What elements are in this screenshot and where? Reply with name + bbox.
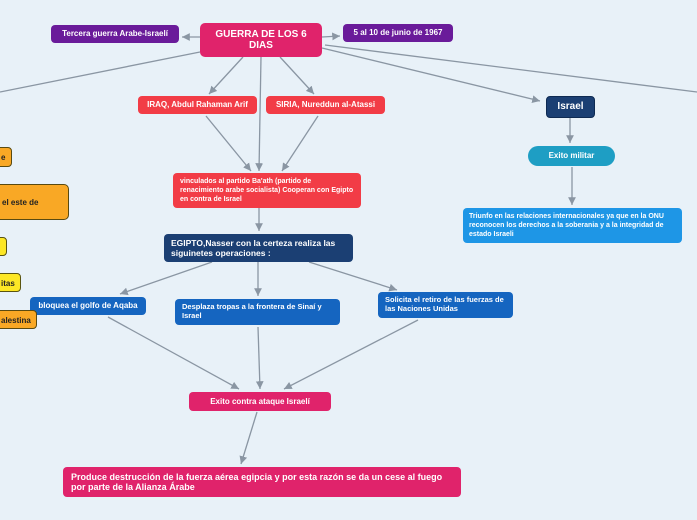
left-node-2-label: el este de <box>2 198 39 207</box>
bloquea-label: bloquea el golfo de Aqaba <box>38 301 138 310</box>
left-node-5-label: alestina <box>1 316 31 325</box>
fecha-node[interactable]: 5 al 10 de junio de 1967 <box>343 24 453 42</box>
tercera-guerra-label: Tercera guerra Arabe-Israelí <box>62 29 168 38</box>
exito-militar-node[interactable]: Exito militar <box>528 146 615 166</box>
root-label: GUERRA DE LOS 6 DIAS <box>215 29 307 51</box>
fecha-label: 5 al 10 de junio de 1967 <box>353 28 443 37</box>
desplaza-label: Desplaza tropas a la frontera de Sinaí y… <box>182 302 322 320</box>
tercera-guerra-node[interactable]: Tercera guerra Arabe-Israelí <box>51 25 179 43</box>
vinculados-label: vinculados al partido Ba'ath (partido de… <box>180 178 354 203</box>
siria-node[interactable]: SIRIA, Nureddun al-Atassi <box>266 96 385 114</box>
triunfo-node[interactable]: Triunfo en las relaciones internacionale… <box>463 208 682 243</box>
bloquea-node[interactable]: bloquea el golfo de Aqaba <box>30 297 146 315</box>
left-node-1-label: e <box>1 153 6 162</box>
left-node-3[interactable] <box>0 237 7 256</box>
exito-contra-node[interactable]: Exito contra ataque Israelí <box>189 392 331 411</box>
exito-contra-label: Exito contra ataque Israelí <box>210 396 310 406</box>
left-node-4-label: itas <box>1 279 15 288</box>
vinculados-node[interactable]: vinculados al partido Ba'ath (partido de… <box>173 173 361 208</box>
egipto-node[interactable]: EGIPTO,Nasser con la certeza realiza las… <box>164 234 353 262</box>
root-node[interactable]: GUERRA DE LOS 6 DIAS <box>200 23 322 57</box>
israel-node[interactable]: Israel <box>546 96 595 118</box>
desplaza-node[interactable]: Desplaza tropas a la frontera de Sinaí y… <box>175 299 340 325</box>
left-node-4[interactable]: itas <box>0 273 21 292</box>
iraq-node[interactable]: IRAQ, Abdul Rahaman Arif <box>138 96 257 114</box>
iraq-label: IRAQ, Abdul Rahaman Arif <box>147 100 248 109</box>
left-node-5[interactable]: alestina <box>0 310 37 329</box>
solicita-node[interactable]: Solicita el retiro de las fuerzas de las… <box>378 292 513 318</box>
exito-militar-label: Exito militar <box>548 151 595 160</box>
triunfo-label: Triunfo en las relaciones internacionale… <box>469 213 664 238</box>
produce-node[interactable]: Produce destrucción de la fuerza aérea e… <box>63 467 461 497</box>
israel-label: Israel <box>557 101 584 112</box>
left-node-1[interactable]: e <box>0 147 12 167</box>
egipto-label: EGIPTO,Nasser con la certeza realiza las… <box>171 238 336 258</box>
produce-label: Produce destrucción de la fuerza aérea e… <box>71 472 443 492</box>
solicita-label: Solicita el retiro de las fuerzas de las… <box>385 295 504 313</box>
siria-label: SIRIA, Nureddun al-Atassi <box>275 100 376 109</box>
left-node-2[interactable]: el este de <box>0 184 69 220</box>
